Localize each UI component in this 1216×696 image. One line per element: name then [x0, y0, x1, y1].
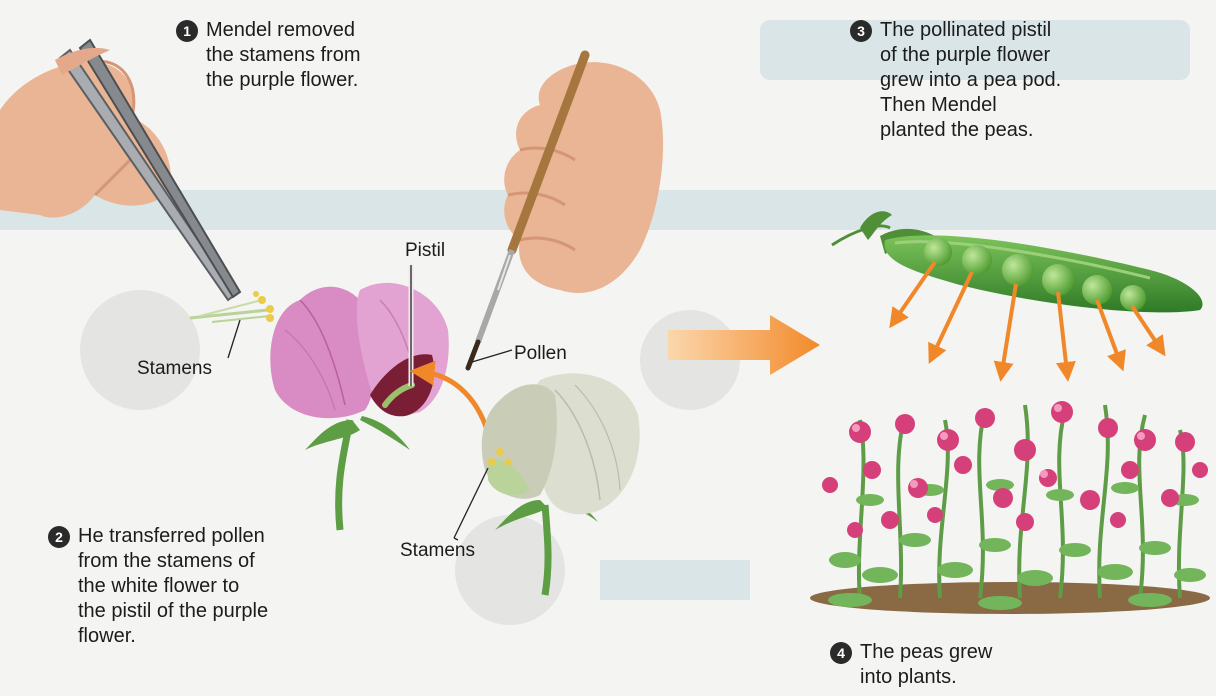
step-4: 4 The peas grew into plants. — [830, 640, 992, 690]
step-4-text: The peas grew into plants. — [860, 640, 992, 690]
step-1: 1 Mendel removed the stamens from the pu… — [176, 18, 361, 93]
pea-plants — [810, 401, 1210, 614]
pistil-label: Pistil — [405, 238, 445, 263]
pollen-leader-line — [472, 350, 512, 362]
pea-pod — [832, 211, 1203, 372]
step-3-text: The pollinated pistil of the purple flow… — [880, 18, 1061, 143]
step-2: 2 He transferred pollen from the stamens… — [48, 524, 268, 649]
step-2-text: He transferred pollen from the stamens o… — [78, 524, 268, 649]
pollen-label: Pollen — [514, 341, 567, 366]
step-2-number: 2 — [48, 526, 70, 548]
step-1-number: 1 — [176, 20, 198, 42]
step-4-number: 4 — [830, 642, 852, 664]
step-1-text: Mendel removed the stamens from the purp… — [206, 18, 361, 93]
stamens-white-label: Stamens — [400, 538, 475, 563]
stamens-removed-label: Stamens — [137, 356, 212, 381]
step-3-number: 3 — [850, 20, 872, 42]
step-3: 3 The pollinated pistil of the purple fl… — [850, 18, 1061, 143]
removed-stamens — [190, 291, 274, 358]
purple-flower — [270, 265, 448, 530]
